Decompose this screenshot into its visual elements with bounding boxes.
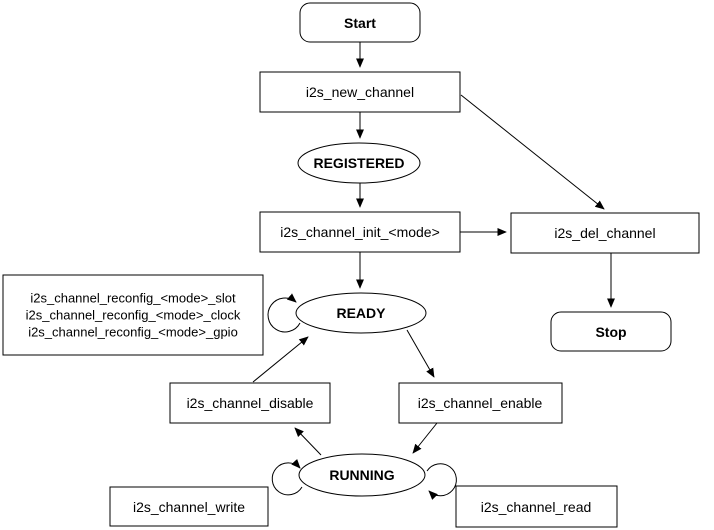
self-loop-running-write [271, 458, 303, 496]
i2s-channel-init-mode-shape [259, 211, 461, 253]
i2s-channel-write-label: i2s_channel_write [133, 499, 245, 515]
edge-running-to-disable [294, 427, 322, 456]
start-shape [299, 2, 421, 43]
node-i2s-channel-read: i2s_channel_read [455, 485, 618, 528]
i2s-channel-enable-shape [398, 382, 563, 424]
i2s-channel-init-mode-label: i2s_channel_init_<mode> [280, 224, 440, 240]
node-i2s-channel-enable: i2s_channel_enable [398, 382, 563, 424]
registered-shape [297, 142, 421, 184]
edge-disable-to-ready [252, 336, 309, 383]
edge-new-channel-to-del-channel [460, 94, 605, 210]
ready-label: READY [336, 305, 386, 321]
i2s-channel-write-shape [109, 486, 269, 527]
node-i2s-channel-init-mode: i2s_channel_init_<mode> [259, 211, 461, 253]
i2s-new-channel-shape [259, 71, 461, 113]
registered-label: REGISTERED [313, 155, 404, 171]
edge-enable-to-running [412, 422, 438, 454]
i2s-del-channel-label: i2s_del_channel [554, 225, 655, 241]
node-stop: Stop [550, 311, 672, 352]
ready-shape [295, 292, 427, 334]
stop-label: Stop [595, 324, 626, 340]
reconfig-functions-shape [2, 274, 264, 356]
stop-shape [550, 311, 672, 352]
i2s-channel-read-label: i2s_channel_read [481, 499, 592, 515]
i2s-channel-read-shape [455, 485, 618, 528]
node-i2s-channel-write: i2s_channel_write [109, 486, 269, 527]
i2s-channel-disable-shape [169, 382, 331, 424]
node-reconfig-functions: i2s_channel_reconfig_<mode>_slot i2s_cha… [2, 274, 264, 356]
node-i2s-new-channel: i2s_new_channel [259, 71, 461, 113]
self-loop-ready-reconfig [267, 293, 301, 333]
i2s-channel-disable-label: i2s_channel_disable [187, 395, 314, 411]
i2s-del-channel-shape [510, 212, 700, 254]
node-start: Start [299, 2, 421, 43]
start-label: Start [344, 15, 376, 31]
state-running: RUNNING [298, 453, 426, 497]
state-registered: REGISTERED [297, 142, 421, 184]
reconfig-slot-label: i2s_channel_reconfig_<mode>_slot [30, 291, 236, 306]
edge-ready-to-enable [406, 329, 435, 378]
running-label: RUNNING [329, 467, 394, 483]
node-i2s-channel-disable: i2s_channel_disable [169, 382, 331, 424]
node-i2s-del-channel: i2s_del_channel [510, 212, 700, 254]
running-shape [298, 453, 426, 497]
state-ready: READY [295, 292, 427, 334]
i2s-channel-enable-label: i2s_channel_enable [418, 395, 543, 411]
reconfig-gpio-label: i2s_channel_reconfig_<mode>_gpio [28, 325, 238, 340]
self-loop-running-read [426, 463, 457, 500]
i2s-new-channel-label: i2s_new_channel [306, 84, 414, 100]
reconfig-clock-label: i2s_channel_reconfig_<mode>_clock [26, 308, 241, 323]
